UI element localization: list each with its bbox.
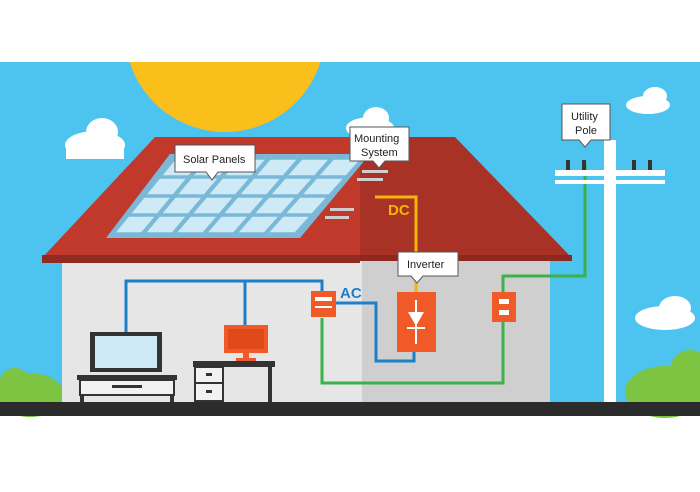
callout-mounting-line1: Mounting [354, 133, 399, 145]
utility-pole-icon [555, 140, 665, 403]
solar-panel-cell [319, 159, 360, 176]
solar-panel-cell [286, 197, 326, 214]
solar-panel-cell [238, 216, 278, 233]
solar-panel-cell [147, 178, 186, 195]
cloud-icon [626, 87, 670, 114]
mounting-rails [325, 170, 388, 219]
cloud-icon [635, 296, 695, 330]
inverter-icon [397, 292, 436, 352]
solar-panel-cell [269, 216, 309, 233]
callout-inverter-text: Inverter [407, 259, 445, 271]
solar-panel-cell [116, 216, 155, 233]
callout-utility-pole: Utility Pole [561, 103, 611, 148]
ac-wire [124, 279, 416, 363]
callout-utility-line1: Utility [571, 111, 598, 123]
solar-panel-cell [177, 216, 217, 233]
solar-panel-cell [193, 197, 233, 214]
breaker-box-icon [311, 291, 336, 317]
solar-panel-cell [303, 178, 343, 195]
solar-panel-cell [131, 197, 170, 214]
solar-panel-cell [162, 197, 202, 214]
solar-panel-cell [257, 159, 297, 176]
solar-panel-cell [209, 178, 249, 195]
grid-wire [320, 163, 587, 385]
desk-icon [193, 361, 275, 403]
solar-panel-cell [240, 178, 280, 195]
computer-monitor-icon [224, 325, 268, 361]
callout-solar-panels-text: Solar Panels [183, 154, 246, 166]
sun-icon [129, 62, 321, 132]
television-icon [90, 332, 162, 372]
solar-panel-cell [224, 197, 264, 214]
solar-panel-cell [255, 197, 295, 214]
ground [0, 402, 700, 416]
cloud-icon [65, 118, 125, 159]
ac-label: AC [340, 285, 362, 302]
callout-mounting-line2: System [361, 147, 398, 159]
dc-label: DC [388, 202, 410, 219]
utility-meter-icon [492, 292, 516, 322]
solar-panel-cell [178, 178, 218, 195]
callout-inverter: Inverter [397, 251, 459, 284]
tv-stand-icon [77, 375, 177, 403]
callout-mounting-system: Mounting System [349, 126, 410, 169]
solar-panel-cell [208, 216, 247, 233]
callout-solar-panels: Solar Panels [174, 144, 256, 181]
callout-utility-line2: Pole [575, 125, 597, 137]
solar-panel-cell [288, 159, 328, 176]
solar-panel-cell [271, 178, 312, 195]
solar-panel-cell [146, 216, 186, 233]
